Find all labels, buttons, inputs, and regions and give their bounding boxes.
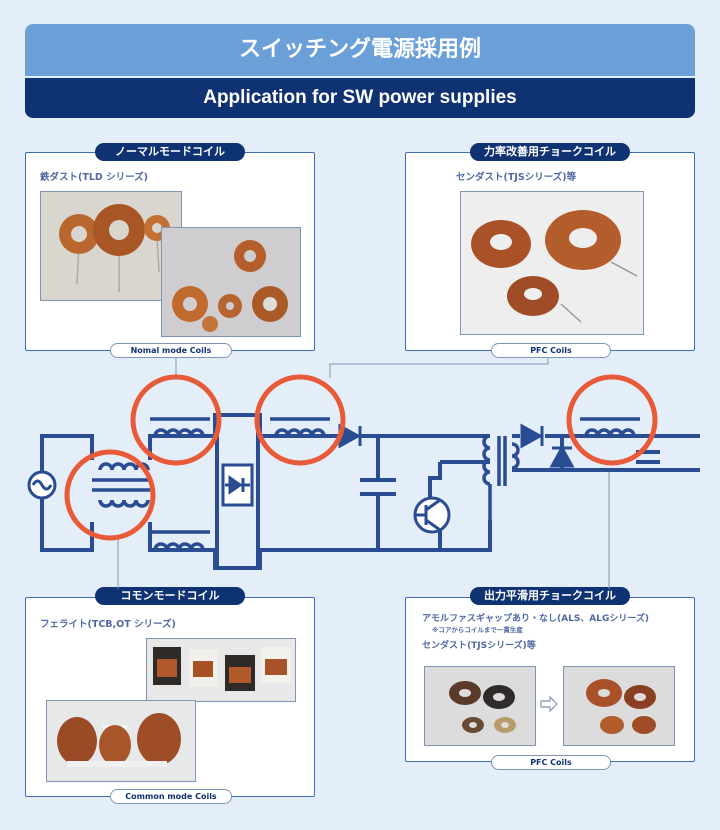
arrow-right-icon bbox=[540, 695, 558, 716]
output-subtitle-1: アモルファスギャップあり・なし(ALS、ALGシリーズ) bbox=[422, 614, 650, 624]
photo-common-coils-2 bbox=[46, 700, 196, 782]
caption-pfc-coils: PFC Coils bbox=[491, 343, 611, 358]
photo-normal-coils-1 bbox=[40, 191, 182, 301]
panel-normal-mode-coils: 鉄ダスト(TLD シリーズ) bbox=[25, 152, 315, 351]
pfc-subtitle: センダスト(TJSシリーズ)等 bbox=[456, 172, 577, 183]
highlight-circles bbox=[64, 374, 658, 541]
photo-output-cores bbox=[424, 666, 536, 746]
leader-lines bbox=[117, 357, 610, 589]
title-english: Application for SW power supplies bbox=[25, 78, 695, 118]
output-note: ※コアからコイルまで一貫生産 bbox=[432, 626, 523, 634]
photo-output-coils bbox=[563, 666, 675, 746]
panel-pfc-coils: センダスト(TJSシリーズ)等 bbox=[405, 152, 695, 351]
photo-common-coils-1 bbox=[146, 638, 296, 702]
panel-common-mode-coils: フェライト(TCB,OT シリーズ) bbox=[25, 597, 315, 797]
tag-pfc-coils: 力率改善用チョークコイル bbox=[470, 143, 630, 161]
tag-normal-mode-coils: ノーマルモードコイル bbox=[95, 143, 245, 161]
caption-normal-mode-coils: Nomal mode Coils bbox=[110, 343, 232, 358]
tag-common-mode-coils: コモンモードコイル bbox=[95, 587, 245, 605]
output-subtitle-2: センダスト(TJSシリーズ)等 bbox=[422, 641, 536, 651]
panel-output-choke-coils: アモルファスギャップあり・なし(ALS、ALGシリーズ) ※コアからコイルまで一… bbox=[405, 597, 695, 762]
photo-pfc-coils bbox=[460, 191, 644, 335]
circuit-wires bbox=[40, 413, 700, 570]
photo-normal-coils-2 bbox=[161, 227, 301, 337]
transistor-icon bbox=[413, 496, 451, 534]
caption-common-mode-coils: Common mode Coils bbox=[110, 789, 232, 804]
diode-icons bbox=[338, 423, 575, 468]
title-japanese: スイッチング電源採用例 bbox=[25, 24, 695, 76]
normal-subtitle: 鉄ダスト(TLD シリーズ) bbox=[40, 172, 148, 183]
caption-output-choke-coils: PFC Coils bbox=[491, 755, 611, 770]
transformer-icon bbox=[482, 434, 520, 520]
common-mode-choke-icon bbox=[92, 462, 150, 508]
normal-mode-choke-icons bbox=[150, 417, 640, 551]
bridge-rectifier-icon bbox=[221, 463, 254, 507]
ac-source-icon bbox=[27, 470, 57, 500]
capacitor-symbol bbox=[360, 450, 660, 496]
tag-output-choke-coils: 出力平滑用チョークコイル bbox=[470, 587, 630, 605]
common-subtitle: フェライト(TCB,OT シリーズ) bbox=[40, 619, 176, 630]
